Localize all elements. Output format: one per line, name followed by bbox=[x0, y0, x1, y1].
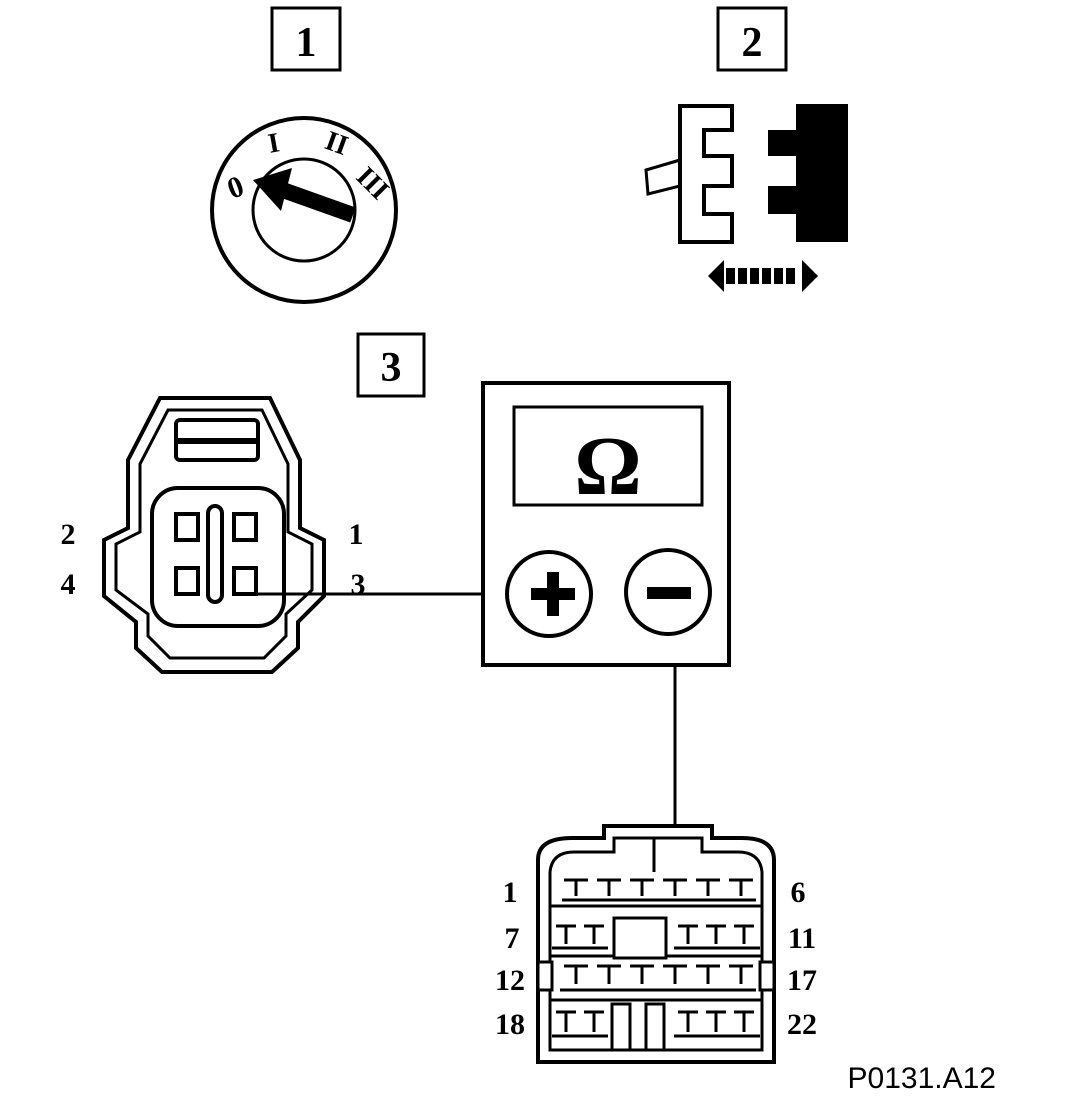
reference-code: P0131.A12 bbox=[848, 1062, 996, 1095]
ohm-symbol: Ω bbox=[574, 420, 641, 513]
ecu-row1-left-label: 1 bbox=[503, 876, 518, 909]
ignition-position-1: I bbox=[266, 127, 282, 159]
ecu-row2-left-label: 7 bbox=[505, 922, 520, 955]
step-1-badge: 1 bbox=[270, 6, 342, 72]
sensor-pin-1-label: 1 bbox=[349, 518, 364, 551]
connector-disconnect-icon bbox=[644, 104, 848, 292]
ecu-row3-right-label: 17 bbox=[787, 964, 817, 997]
ecu-connector-icon: 1 6 7 11 12 17 18 22 bbox=[495, 824, 817, 1064]
ecu-row2-right-label: 11 bbox=[788, 922, 816, 955]
sensor-pin-3-label: 3 bbox=[351, 568, 366, 601]
ecu-row3-left-label: 12 bbox=[495, 964, 525, 997]
ecu-row4-right-label: 22 bbox=[787, 1008, 817, 1041]
step-3-badge: 3 bbox=[356, 332, 426, 398]
sensor-pin-2-label: 2 bbox=[61, 518, 76, 551]
step-2-badge: 2 bbox=[716, 6, 788, 72]
step-1-label: 1 bbox=[296, 20, 317, 66]
sensor-connector-icon: 2 4 1 3 bbox=[61, 396, 366, 674]
ignition-switch-icon: 0 I II III bbox=[210, 116, 398, 304]
sensor-pin-4-label: 4 bbox=[61, 568, 76, 601]
ecu-row4-left-label: 18 bbox=[495, 1008, 525, 1041]
step-3-label: 3 bbox=[381, 345, 402, 391]
step-2-label: 2 bbox=[742, 20, 763, 66]
ohmmeter-icon: Ω bbox=[481, 381, 731, 667]
ecu-row1-right-label: 6 bbox=[791, 876, 806, 909]
